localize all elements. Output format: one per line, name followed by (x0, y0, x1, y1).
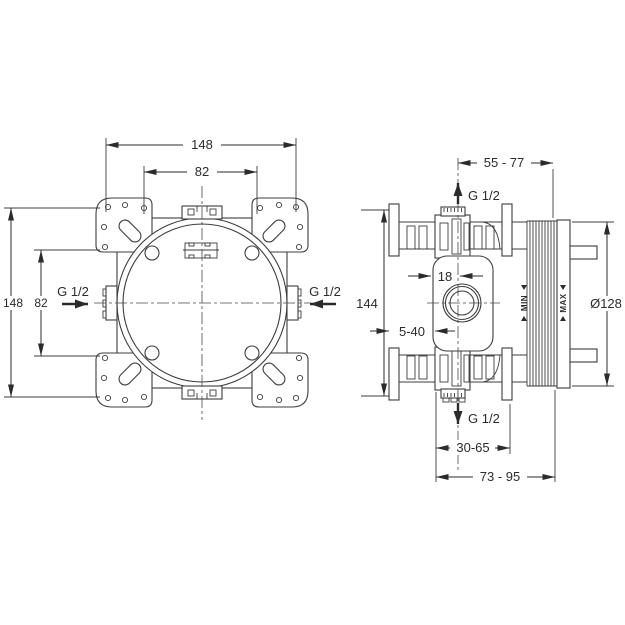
slot-top-left (118, 219, 142, 243)
front-centerlines (94, 186, 311, 420)
front-dim-height-outer: 148 (3, 296, 23, 310)
max-label: MAX (559, 293, 568, 312)
side-top-port-column (434, 206, 471, 259)
min-max-labels: MIN MAX (520, 285, 568, 321)
side-flange-tab-bottom (569, 348, 598, 363)
side-port-top-label: G 1/2 (468, 188, 500, 203)
side-dim-diameter: Ø128 (590, 296, 622, 311)
slot-bottom-right (262, 362, 286, 386)
side-dim-depth-range: 55 - 77 (484, 155, 524, 170)
side-port-bottom-label: G 1/2 (468, 411, 500, 426)
side-dim-wall-min: 5-40 (399, 324, 425, 339)
plate-screw-holes (100, 201, 304, 404)
front-dim-width-inner: 82 (195, 164, 209, 179)
front-inner-screw-bosses (144, 245, 260, 361)
min-label: MIN (520, 295, 529, 311)
front-mounting-plates (95, 197, 309, 408)
side-dimensions: 55 - 77 G 1/2 144 18 5-40 Ø128 G 1/2 30-… (353, 155, 625, 485)
front-view: 148 82 148 82 G 1/2 G 1/2 (0, 137, 341, 420)
side-dim-height: 144 (356, 296, 378, 311)
front-port-right-label: G 1/2 (309, 284, 341, 299)
front-dim-height-inner: 82 (34, 296, 48, 310)
side-flange-tab-top (569, 245, 598, 260)
side-ribbed-cylinder (526, 220, 558, 387)
side-view: MIN MAX 55 - 77 G 1/2 144 18 5-40 (353, 155, 625, 485)
slot-bottom-left (118, 362, 142, 386)
side-mounting-plates (388, 203, 513, 401)
front-port-left-label: G 1/2 (57, 284, 89, 299)
side-rail-teeth (406, 221, 501, 383)
slot-top-right (262, 219, 286, 243)
side-dim-depth-min: 30-65 (456, 440, 489, 455)
side-flange (556, 219, 571, 389)
front-dimensions: 148 82 148 82 G 1/2 G 1/2 (0, 137, 341, 398)
side-bottom-port-column (434, 346, 471, 403)
side-cartridge-housing (432, 255, 494, 352)
front-label-plate (183, 242, 219, 259)
front-dim-width-outer: 148 (191, 137, 213, 152)
side-dim-depth-total: 73 - 95 (480, 469, 520, 484)
side-dim-center-to-face: 18 (438, 269, 452, 284)
